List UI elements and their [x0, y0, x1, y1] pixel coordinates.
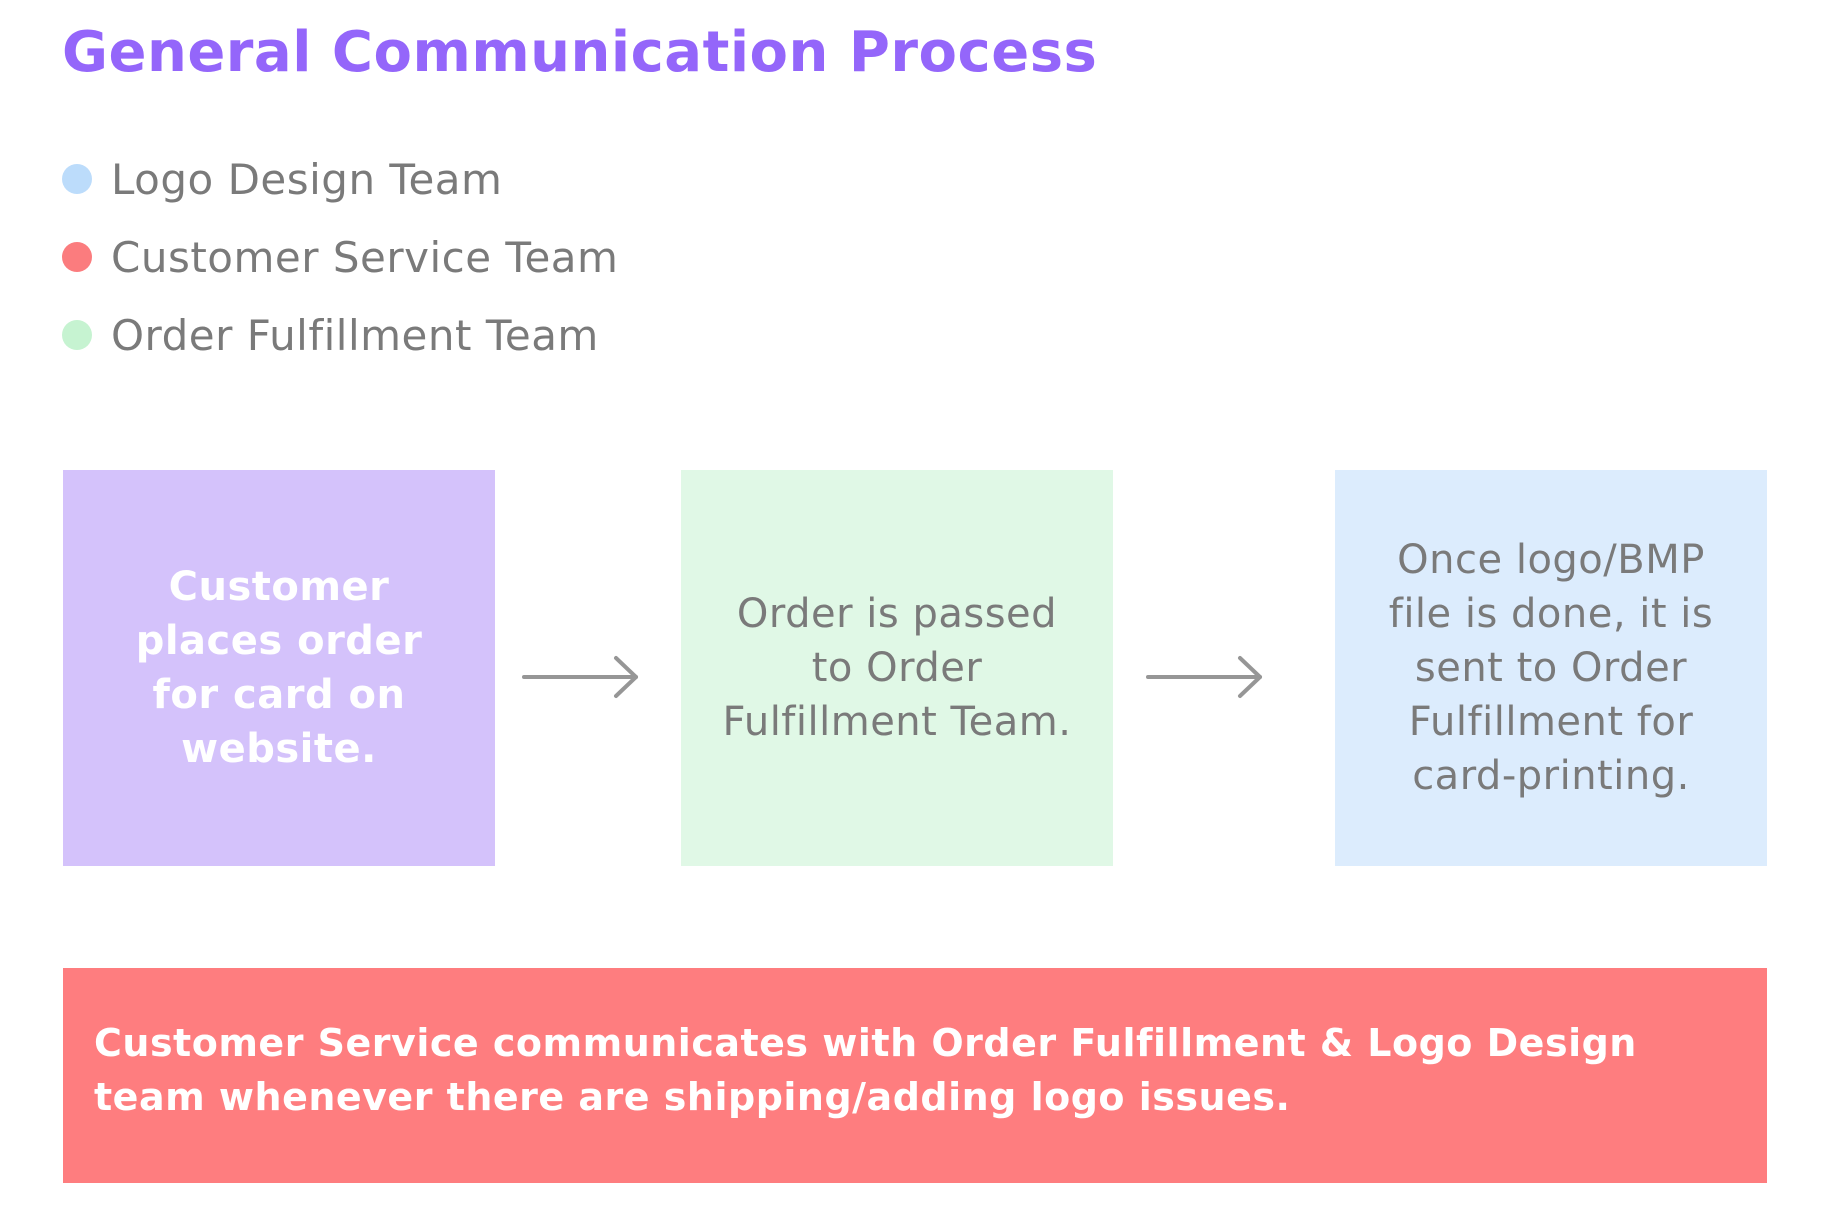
legend-label: Order Fulfillment Team [111, 310, 599, 360]
step-logo-sent-to-fulfillment: Once logo/BMP file is done, it is sent t… [1335, 470, 1767, 866]
step-text: Customer places order for card on websit… [135, 564, 423, 772]
step-order-passed: Order is passed to Order Fulfillment Tea… [681, 470, 1113, 866]
legend-label: Logo Design Team [111, 154, 503, 204]
legend-item-order-fulfillment: Order Fulfillment Team [62, 296, 618, 374]
customer-service-note: Customer Service communicates with Order… [63, 968, 1767, 1183]
right-arrow-icon [1146, 656, 1262, 698]
right-arrow-icon [522, 656, 638, 698]
legend-dot-icon [62, 320, 92, 350]
page-title: General Communication Process [62, 20, 1098, 85]
step-text: Order is passed to Order Fulfillment Tea… [722, 591, 1072, 745]
legend-item-logo-design: Logo Design Team [62, 140, 618, 218]
note-text: Customer Service communicates with Order… [94, 1021, 1637, 1119]
legend: Logo Design Team Customer Service Team O… [62, 140, 618, 374]
step-text: Once logo/BMP file is done, it is sent t… [1388, 537, 1714, 799]
legend-label: Customer Service Team [111, 232, 619, 282]
legend-dot-icon [62, 164, 92, 194]
legend-dot-icon [62, 242, 92, 272]
legend-item-customer-service: Customer Service Team [62, 218, 618, 296]
step-customer-places-order: Customer places order for card on websit… [63, 470, 495, 866]
